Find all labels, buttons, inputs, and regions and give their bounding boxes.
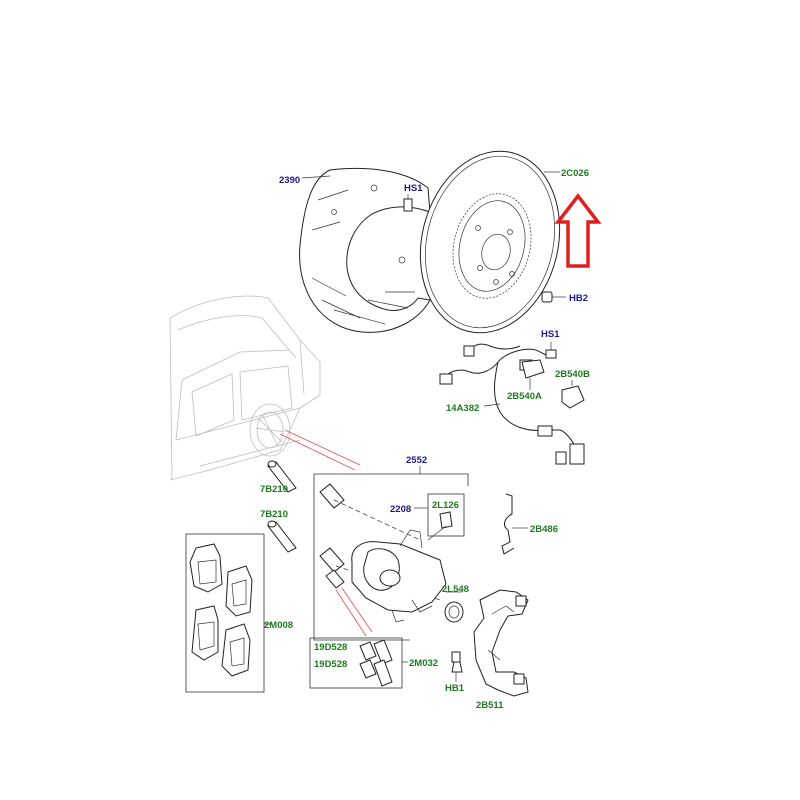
label-spring: 2B486	[530, 524, 558, 535]
label-bleed-group: 2208	[390, 504, 411, 515]
piston-seal	[444, 591, 464, 623]
label-seal: 2L548	[442, 584, 469, 595]
label-caliper-kit: 2552	[406, 455, 427, 466]
label-bleed-screw: 2L126	[432, 500, 459, 511]
clip-a	[521, 359, 545, 390]
anti-rattle-spring	[501, 493, 528, 555]
caliper-carrier	[473, 589, 529, 697]
caliper-kit-frame	[313, 466, 469, 641]
sensor-bolt	[545, 342, 557, 359]
red-up-arrow-icon	[554, 193, 602, 268]
label-boot-a: 19D528	[314, 642, 347, 653]
pin-boots	[319, 483, 345, 589]
clip-b	[561, 380, 585, 409]
label-disc-screw: HB2	[569, 293, 588, 304]
label-boot-b: 19D528	[314, 659, 347, 670]
label-carrier-bolt: HB1	[445, 683, 465, 694]
label-disc: 2C026	[561, 168, 589, 179]
vehicle-outline	[169, 295, 321, 481]
label-clip-a: 2B540A	[507, 391, 542, 402]
disc-screw	[541, 291, 566, 303]
label-pin-lower: 7B210	[260, 509, 288, 520]
guide-pin-lower	[267, 520, 297, 553]
shield-bolt	[403, 194, 413, 212]
dust-shield	[299, 167, 431, 333]
label-pads: 2M008	[264, 620, 293, 631]
guide-pin-upper	[267, 460, 297, 493]
brake-disc	[419, 150, 561, 334]
label-sensor-bolt: HS1	[541, 329, 560, 340]
brake-pads	[185, 533, 272, 693]
boot-kit	[309, 637, 408, 689]
label-shield-bolt: HS1	[404, 183, 423, 194]
caliper-body	[351, 529, 447, 623]
bleed-screw	[427, 511, 453, 541]
label-pin-upper: 7B210	[260, 484, 288, 495]
label-clip-b: 2B540B	[555, 369, 590, 380]
label-shield: 2390	[279, 175, 300, 186]
bleed-screw-frame	[414, 493, 465, 537]
carrier-bolt	[451, 651, 463, 682]
label-carrier: 2B511	[476, 700, 504, 711]
label-boot-kit: 2M032	[409, 658, 438, 669]
label-sensor: 14A382	[446, 403, 479, 414]
